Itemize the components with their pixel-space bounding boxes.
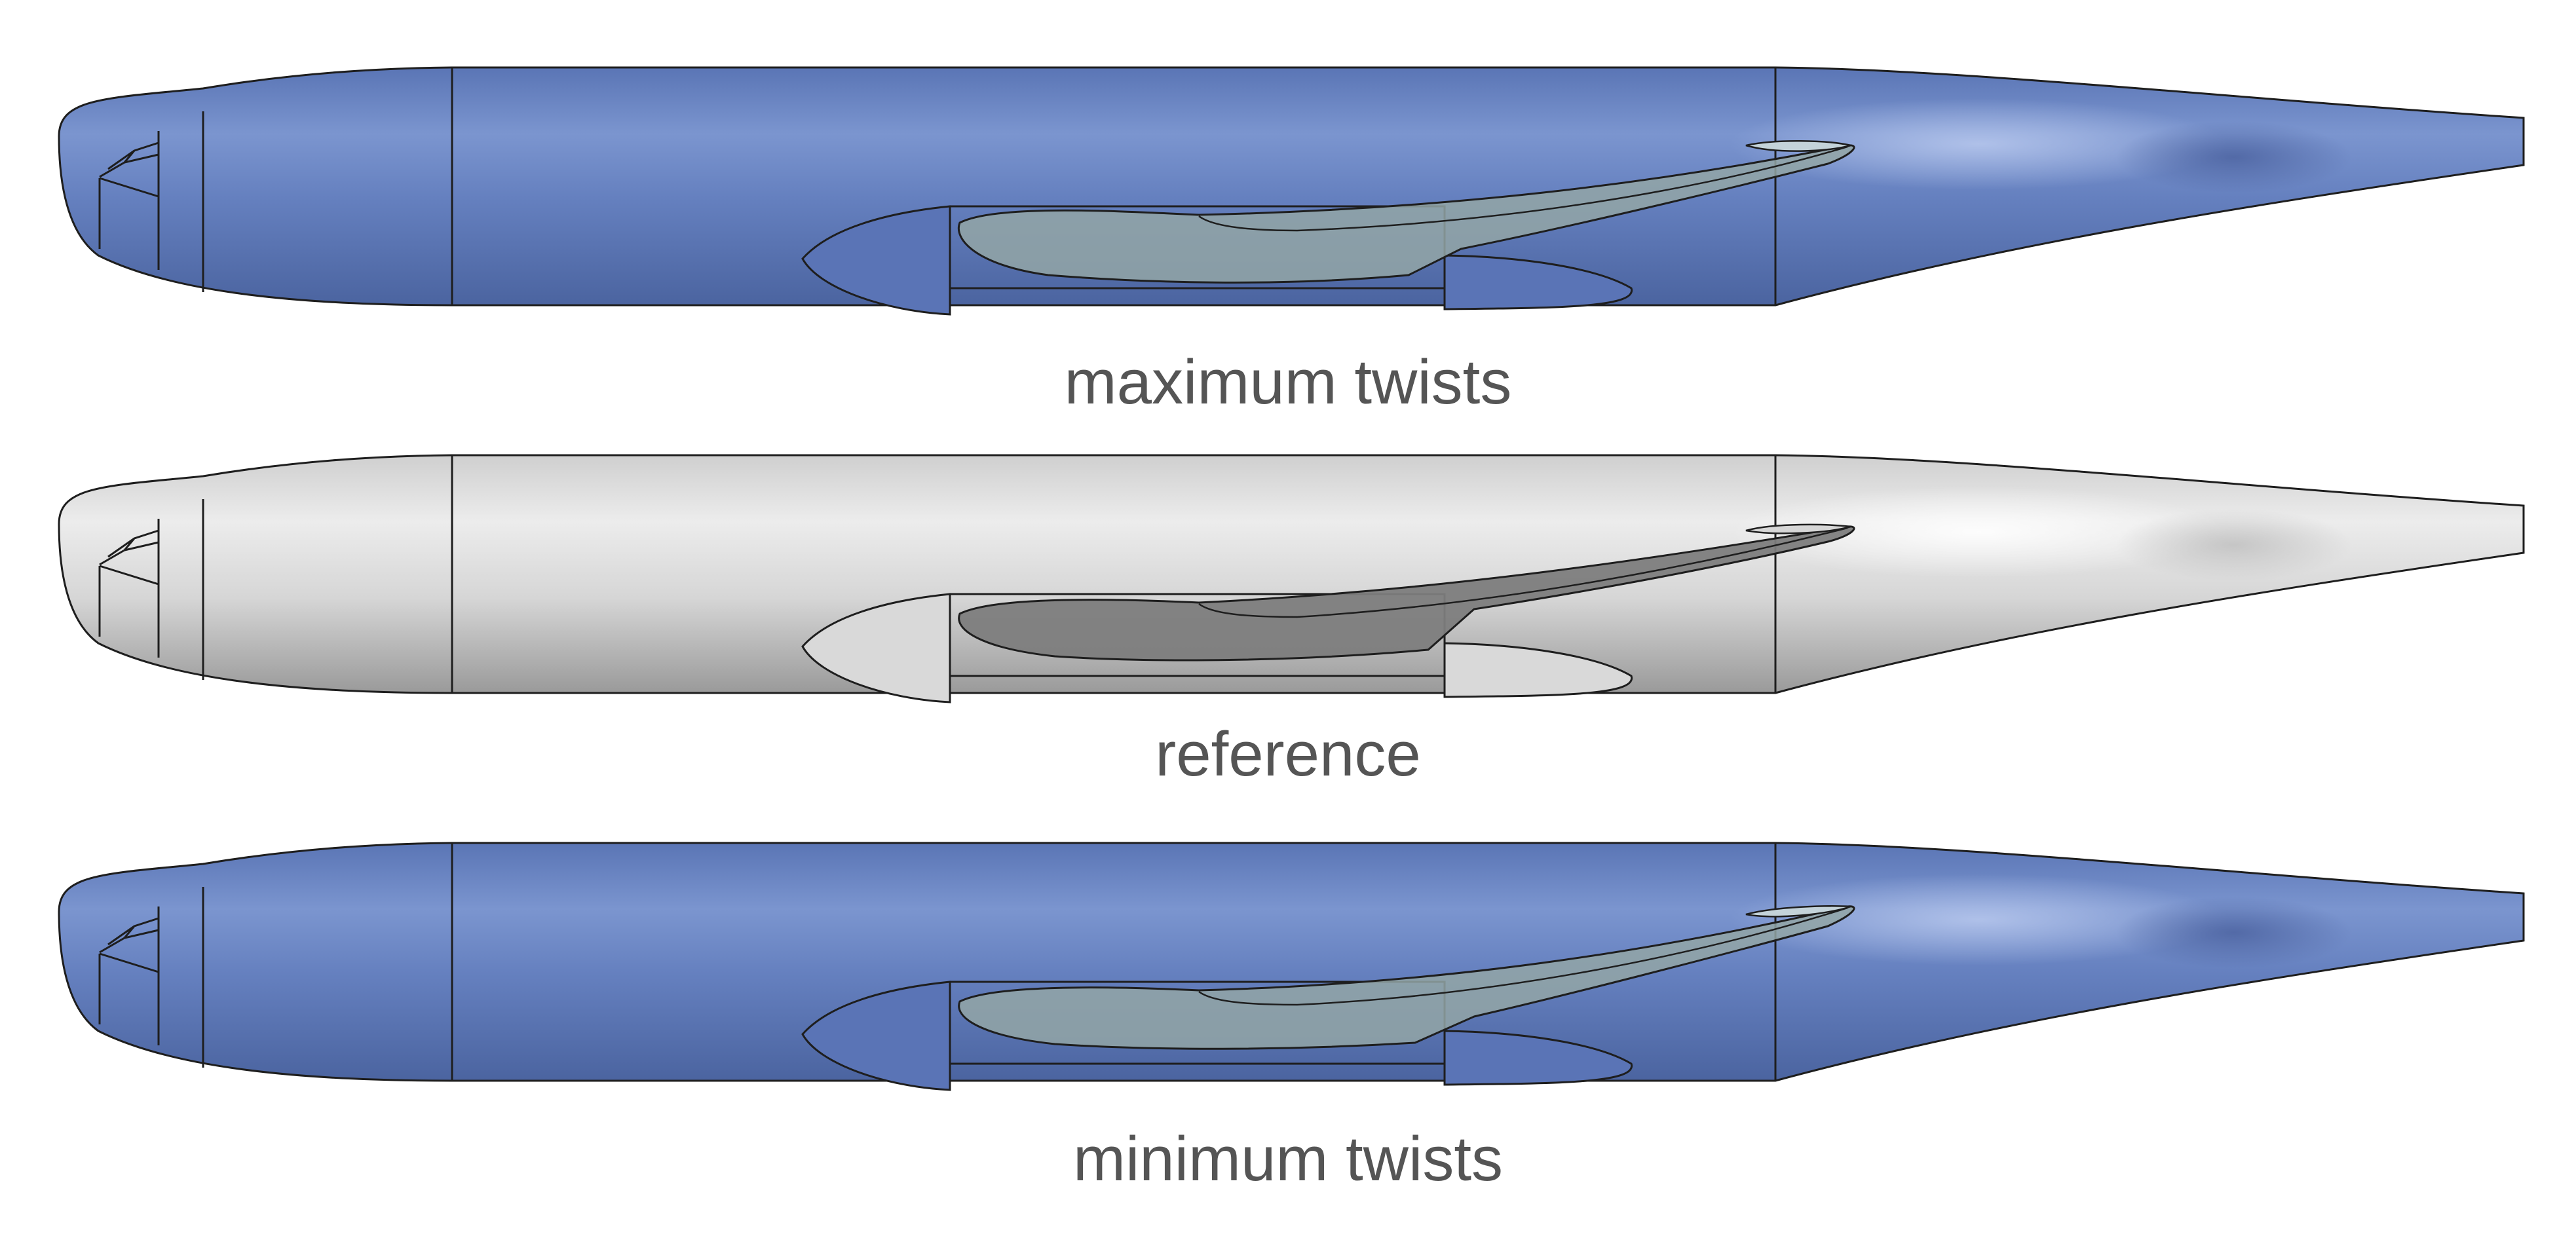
wing-minimum-twists <box>958 905 1855 1050</box>
caption-reference: reference <box>1155 719 1421 789</box>
wing-maximum-twists <box>958 144 1855 284</box>
fuselage-reference <box>58 454 2525 703</box>
panel-minimum-twists <box>58 842 2525 1091</box>
wing-root-box-reference <box>949 593 1446 677</box>
caption-maximum-twists: maximum twists <box>1064 347 1512 417</box>
winglet-maximum-twists <box>1745 140 1851 152</box>
wing-reference <box>958 525 1855 662</box>
wing-upper-line-reference <box>1198 527 1848 618</box>
wing-upper-line-maximum-twists <box>1198 145 1848 232</box>
panel-maximum-twists <box>58 66 2525 316</box>
fuselage-minimum-twists <box>58 842 2525 1091</box>
wing-root-box-maximum-twists <box>949 205 1446 290</box>
wing-root-box-minimum-twists <box>949 981 1446 1065</box>
caption-minimum-twists: minimum twists <box>1072 1124 1503 1194</box>
wing-upper-line-minimum-twists <box>1198 907 1848 1006</box>
winglet-reference <box>1745 523 1851 534</box>
panel-reference <box>58 454 2525 703</box>
winglet-minimum-twists <box>1745 905 1851 918</box>
